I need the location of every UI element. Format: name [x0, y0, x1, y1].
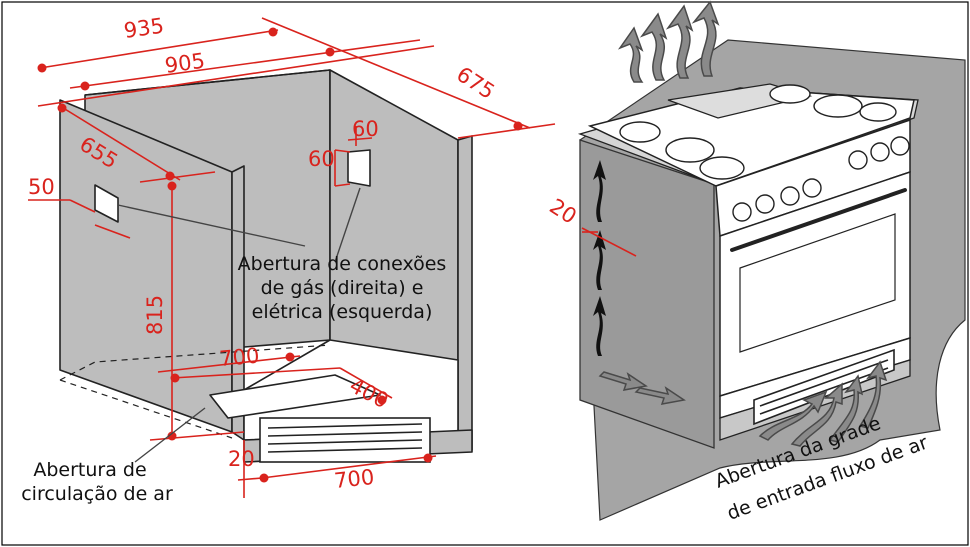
label-circulation-1: Abertura de: [33, 459, 146, 481]
knob-6: [870, 142, 890, 162]
label-circulation-2: circulação de ar: [21, 483, 173, 505]
dim-60-height: 60: [308, 147, 335, 171]
floor-opening: [209, 374, 381, 419]
range-oven-window: [739, 213, 896, 353]
cabinet-labels: Abertura de conexões de gás (direita) e …: [21, 187, 447, 505]
label-connections-3: elétrica (esquerda): [252, 301, 433, 323]
dim-20-plinth: 20: [228, 447, 255, 471]
knob-1: [732, 202, 752, 222]
dim-700-plinth: 700: [333, 465, 375, 493]
dim-60-width: 60: [352, 117, 379, 141]
hot-air-arrows: [617, 0, 720, 83]
dim-935: 935: [122, 14, 165, 43]
knob-3: [780, 186, 800, 206]
knob-2: [755, 194, 775, 214]
burner-1: [619, 121, 661, 143]
range-side-panel: [579, 139, 715, 449]
dim-700-floor: 700: [218, 344, 260, 371]
knob-5: [848, 150, 868, 170]
burner-2: [665, 137, 715, 163]
dim-815: 815: [143, 295, 167, 335]
gas-opening: [347, 149, 371, 187]
cabinet-drawing: [59, 69, 473, 463]
dim-675: 675: [452, 62, 499, 104]
label-connections-1: Abertura de conexões: [238, 253, 447, 275]
range-vent-grill: [753, 348, 895, 426]
knob-4: [802, 178, 822, 198]
burner-4: [769, 84, 811, 104]
dim-20-side: 20: [545, 194, 580, 229]
burner-6: [859, 102, 897, 122]
knob-7: [890, 136, 910, 156]
burner-5: [813, 94, 863, 118]
dim-905: 905: [163, 49, 206, 78]
cabinet-dimension-labels: 935 905 675 655 50 60 60 815 700 400 20 …: [28, 14, 499, 493]
label-connections-2: de gás (direita) e: [261, 277, 424, 299]
inlet-air-arrows: [598, 360, 888, 447]
electric-opening: [94, 184, 119, 223]
dim-50: 50: [28, 175, 55, 199]
burner-3: [699, 156, 745, 180]
cabinet-right-wall-edge: [457, 135, 473, 453]
